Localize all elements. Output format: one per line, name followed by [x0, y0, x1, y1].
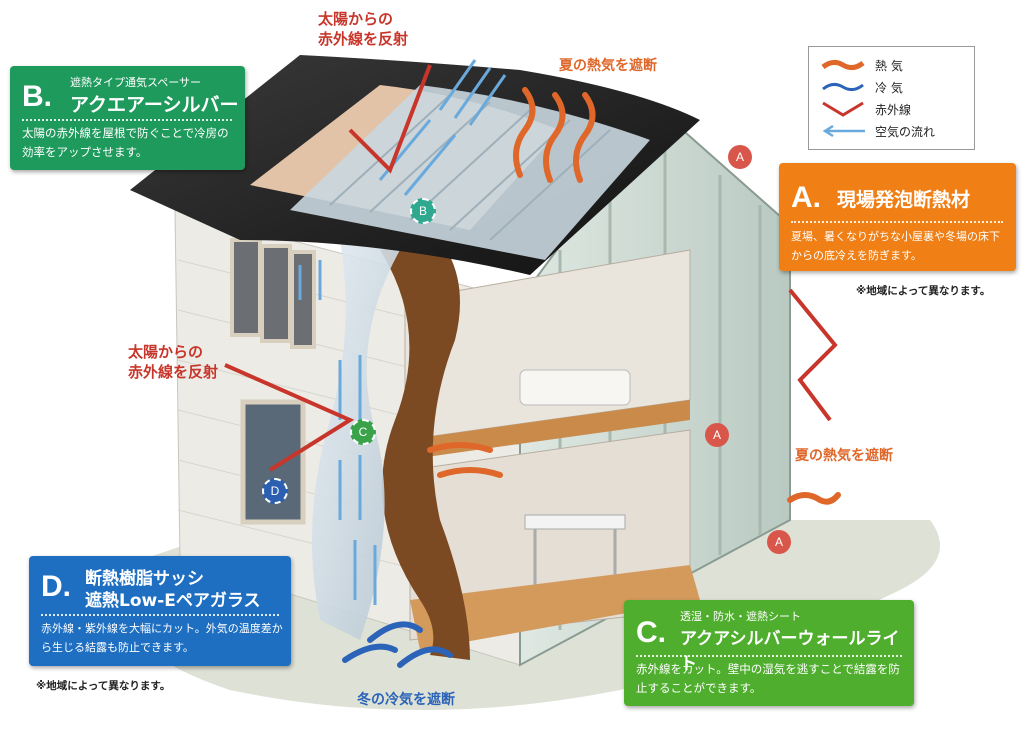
note-region-right: ※地域によって異なります。 — [856, 285, 991, 297]
legend: 熱 気 冷 気 赤外線 空気の流れ — [808, 46, 975, 150]
dining-table — [524, 514, 626, 530]
card-a: A. 現場発泡断熱材 夏場、暑くなりがちな小屋裏や冬場の床下からの底冷えを防ぎま… — [779, 163, 1016, 271]
card-c-title: アクアシルバーウォールライト — [680, 629, 900, 674]
card-a-title: 現場発泡断熱材 — [837, 189, 971, 211]
note-region-left: ※地域によって異なります。 — [36, 680, 171, 692]
card-b-letter: B. — [22, 80, 52, 113]
label-sun-reflect-mid: 太陽からの 赤外線を反射 — [128, 343, 219, 381]
card-b-title: アクエアーシルバー — [70, 94, 239, 116]
card-c-subtitle: 透湿・防水・遮熱シート — [680, 610, 801, 623]
card-d-title-line2: 遮熱Low-Eペアガラス — [85, 591, 261, 611]
card-b: B. 遮熱タイプ通気スペーサー アクエアーシルバー 太陽の赤外線を屋根で防ぐこと… — [10, 66, 245, 170]
card-d-title-line1: 断熱樹脂サッシ — [85, 569, 204, 589]
bed — [519, 369, 631, 406]
legend-item-infrared: 赤外線 — [809, 99, 974, 119]
card-c-divider — [636, 655, 902, 657]
card-c: C. 透湿・防水・遮熱シート アクアシルバーウォールライト 赤外線をカット。壁中… — [624, 600, 914, 706]
card-d-letter: D. — [41, 570, 71, 603]
label-sun-reflect-top: 太陽からの 赤外線を反射 — [318, 10, 409, 48]
legend-item-airflow: 空気の流れ — [809, 121, 974, 141]
lower-window — [240, 399, 306, 525]
airflow-arrow-icon — [822, 124, 865, 138]
card-a-body: 夏場、暑くなりがちな小屋裏や冬場の床下からの底冷えを防ぎます。 — [791, 230, 1000, 262]
card-b-divider — [22, 119, 232, 121]
marker-b: B — [410, 198, 436, 224]
heat-waves — [427, 87, 841, 505]
legend-item-cold: 冷 気 — [809, 77, 974, 97]
infrared-icon — [822, 101, 864, 117]
upper-windows — [230, 238, 316, 349]
card-a-divider — [791, 221, 1003, 223]
airflow-arrows — [298, 59, 507, 605]
marker-a-roof: A — [728, 145, 752, 169]
card-b-body: 太陽の赤外線を屋根で防ぐことで冷房の効率をアップさせます。 — [22, 126, 229, 159]
card-c-body: 赤外線をカット。壁中の湿気を逃すことで結露を防止することができます。 — [636, 662, 900, 695]
label-summer-heat-top: 夏の熱気を遮断 — [559, 58, 657, 74]
card-d-body: 赤外線・紫外線を大幅にカット。外気の温度差から生じる結露も防止できます。 — [41, 622, 283, 654]
card-b-subtitle: 遮熱タイプ通気スペーサー — [70, 76, 202, 89]
infrared-arrows — [224, 64, 838, 472]
card-d: D. 断熱樹脂サッシ 遮熱Low-Eペアガラス 赤外線・紫外線を大幅にカット。外… — [29, 556, 291, 666]
lower-floor — [410, 565, 700, 650]
label-winter-cold: 冬の冷気を遮断 — [357, 692, 455, 708]
marker-c: C — [350, 419, 376, 445]
marker-a-wall: A — [705, 423, 729, 447]
marker-a-floor: A — [767, 530, 791, 554]
card-a-letter: A. — [791, 181, 821, 214]
card-d-divider — [41, 614, 279, 616]
marker-d: D — [262, 478, 288, 504]
label-summer-heat-right: 夏の熱気を遮断 — [795, 448, 893, 464]
card-c-letter: C. — [636, 616, 666, 649]
cold-wave-icon — [822, 82, 864, 92]
cold-waves — [342, 621, 453, 668]
legend-item-heat: 熱 気 — [809, 55, 974, 75]
insulation-foam-band — [380, 240, 470, 660]
heat-wave-icon — [821, 59, 865, 71]
